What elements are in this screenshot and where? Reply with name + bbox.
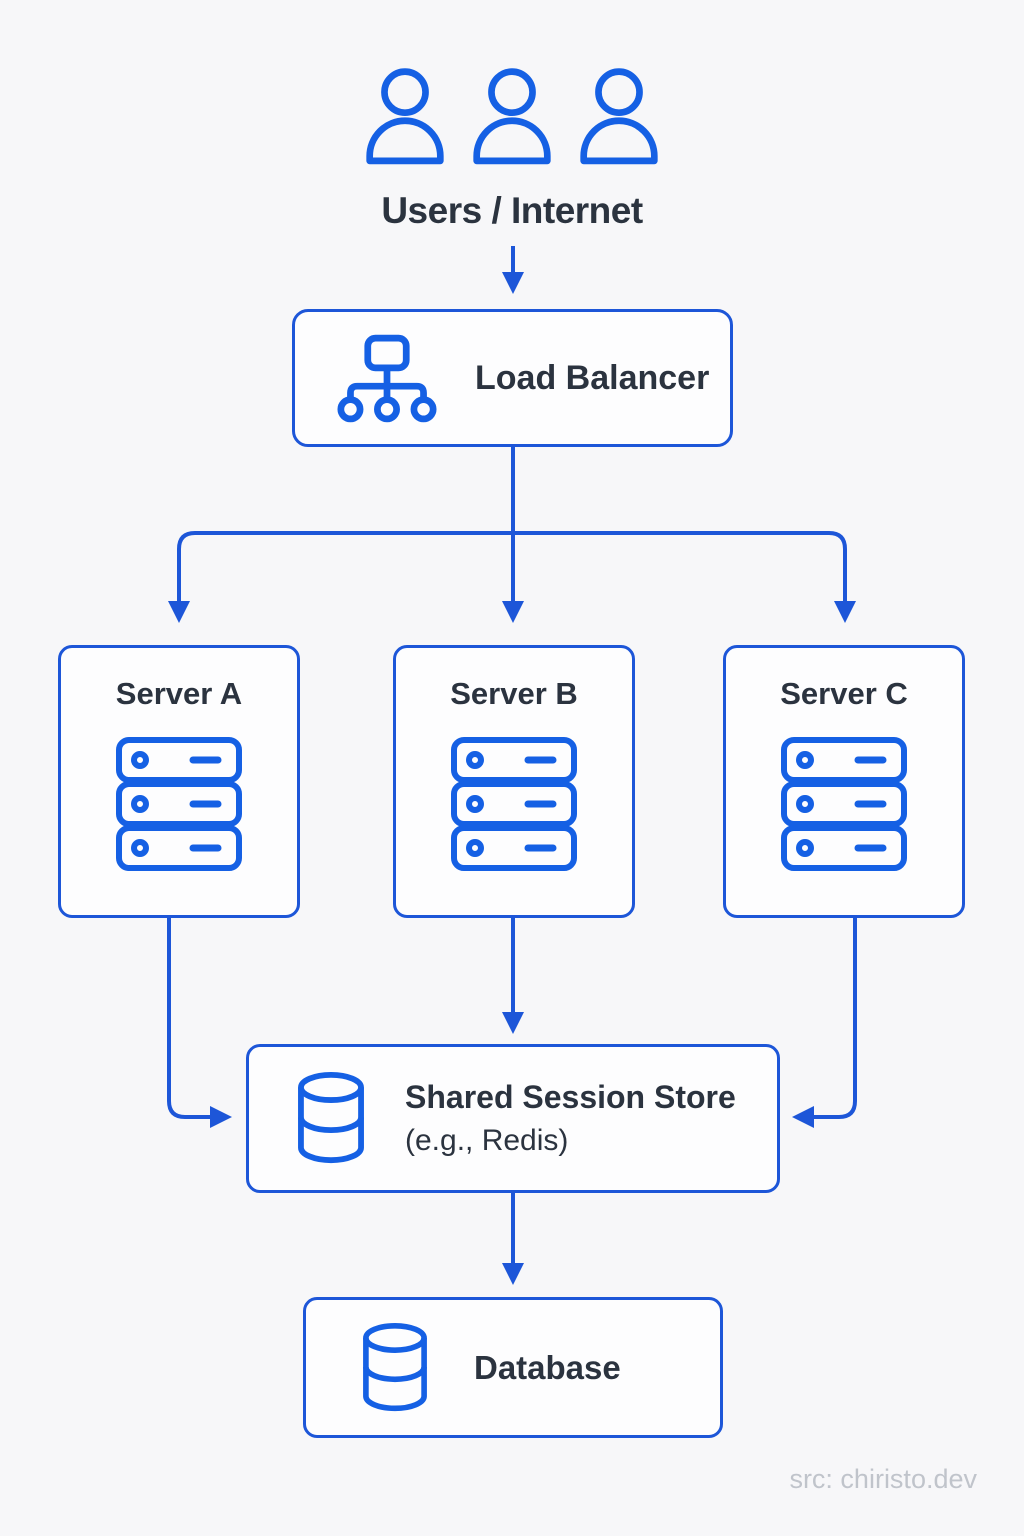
session-store-sublabel: (e.g., Redis) xyxy=(405,1123,569,1157)
server-c-node: Server C xyxy=(723,645,965,918)
source-watermark: src: chiristo.dev xyxy=(789,1464,977,1494)
load-balancer-label: Load Balancer xyxy=(475,358,710,397)
server-c-label: Server C xyxy=(780,676,908,711)
edge-server-a-to-session-store xyxy=(167,918,232,1128)
server-b-node: Server B xyxy=(393,645,635,918)
server-a-label: Server A xyxy=(115,676,243,711)
users-label: Users / Internet xyxy=(381,190,643,231)
server-a-node: Server A xyxy=(58,645,300,918)
database-cylinder-icon xyxy=(298,1071,364,1164)
edge-load-balancer-to-server-c xyxy=(509,531,856,623)
user-icon xyxy=(366,68,444,165)
edge-server-c-to-session-store xyxy=(792,918,857,1128)
database-node: Database xyxy=(303,1297,723,1438)
database-cylinder-icon xyxy=(363,1322,427,1411)
session-store-node: Shared Session Store (e.g., Redis) xyxy=(246,1044,780,1193)
session-store-text: Shared Session Store (e.g., Redis) xyxy=(405,1076,736,1162)
session-store-label: Shared Session Store xyxy=(405,1078,736,1115)
user-icon xyxy=(473,68,551,165)
load-balancer-node: Load Balancer xyxy=(292,309,733,447)
load-balancer-hierarchy-icon xyxy=(337,334,437,422)
server-rack-icon xyxy=(781,737,907,871)
database-label: Database xyxy=(474,1348,621,1386)
user-icon xyxy=(580,68,658,165)
server-rack-icon xyxy=(116,737,242,871)
server-b-label: Server B xyxy=(450,676,578,711)
server-rack-icon xyxy=(451,737,577,871)
edge-load-balancer-to-server-a xyxy=(168,531,517,623)
users-group xyxy=(0,66,1024,166)
